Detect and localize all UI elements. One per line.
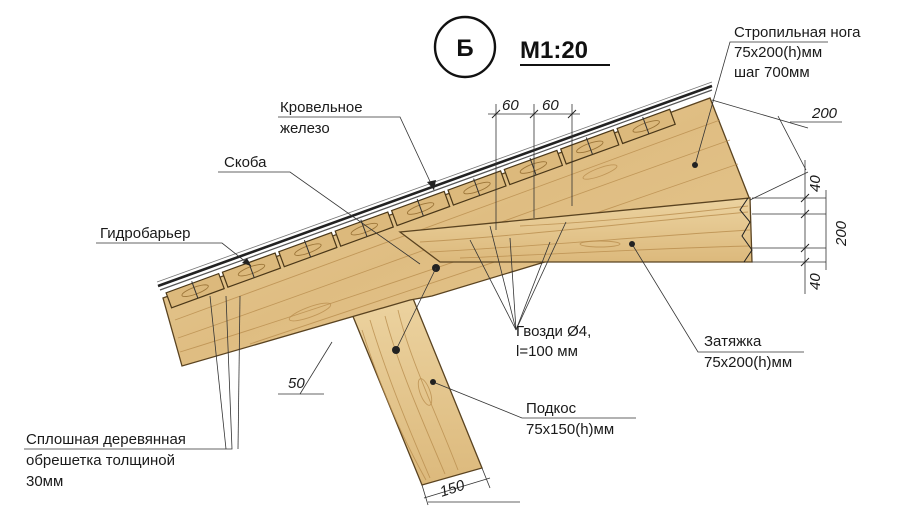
- strut: [351, 295, 483, 486]
- sheathing-label-3: 30мм: [26, 473, 63, 490]
- sheathing-label-2: обрешетка толщиной: [26, 452, 175, 469]
- roof-nail: [303, 240, 312, 258]
- nails: [191, 116, 650, 299]
- dim-200-rafter: 200: [811, 105, 838, 122]
- tie-label-2: 75х200(h)мм: [704, 354, 792, 371]
- roof-nail: [416, 198, 424, 217]
- sheathing-label-1: Сплошная деревянная: [26, 431, 186, 448]
- bracket-label: Скоба: [224, 154, 267, 171]
- roof-nail: [529, 157, 537, 176]
- rafter-label-1: Стропильная нога: [734, 24, 861, 41]
- section-letter: Б: [456, 35, 473, 62]
- section-marker-circle: [433, 15, 497, 79]
- dimension-texts: 60 60 200 40 200 40 50 150: [288, 97, 850, 501]
- strut-label-1: Подкос: [526, 400, 577, 417]
- roof-nail: [585, 137, 593, 155]
- roof-nail: [191, 281, 199, 299]
- leaders: [24, 41, 828, 450]
- tie-label-1: Затяжка: [704, 333, 762, 350]
- nails-label-2: l=100 мм: [516, 343, 578, 360]
- rafter-label-3: шаг 700мм: [734, 64, 810, 81]
- section-header: Б М1:20: [433, 15, 610, 79]
- dim-60-b: 60: [542, 97, 559, 114]
- dim-60-a: 60: [502, 97, 519, 114]
- dimension-lines: [278, 99, 842, 506]
- nails-label-1: Гвозди Ø4,: [516, 323, 591, 340]
- strut-label-2: 75х150(h)мм: [526, 421, 614, 438]
- dim-50: 50: [288, 375, 305, 392]
- roof-iron-label-2: железо: [280, 120, 330, 137]
- scale-label: М1:20: [520, 37, 588, 64]
- rafter-label-2: 75х200(h)мм: [734, 44, 822, 61]
- labels: Стропильная нога 75х200(h)мм шаг 700мм К…: [26, 24, 861, 490]
- roof-iron-label-1: Кровельное: [280, 99, 363, 116]
- roof-nail: [473, 178, 481, 196]
- dim-40-top: 40: [807, 175, 824, 192]
- barrier-label: Гидробарьер: [100, 225, 191, 242]
- roof-nail: [642, 116, 650, 135]
- dim-200-tie: 200: [833, 220, 850, 247]
- dim-150: 150: [438, 477, 468, 501]
- dim-40-bottom: 40: [807, 273, 824, 290]
